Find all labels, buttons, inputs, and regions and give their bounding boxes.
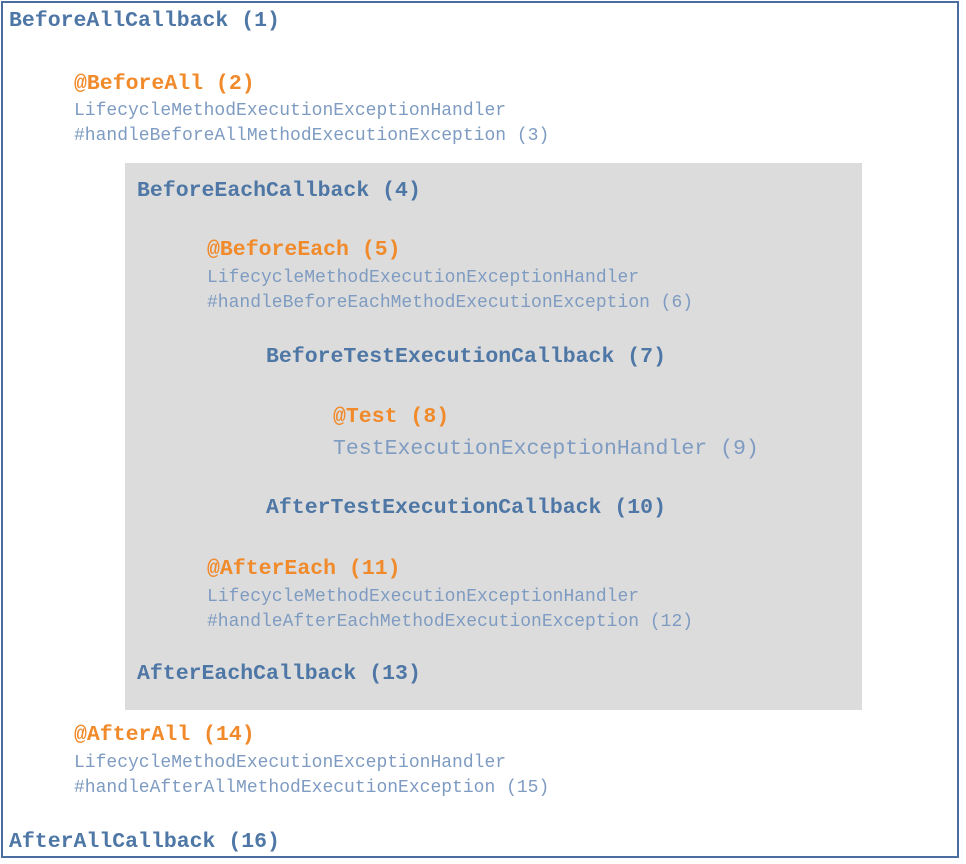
after-each-annotation: @AfterEach (11) — [207, 557, 401, 581]
before-all-annotation: @BeforeAll (2) — [74, 72, 255, 96]
before-each-annotation: @BeforeEach (5) — [207, 238, 401, 262]
before-each-handler-line2: #handleBeforeEachMethodExecutionExceptio… — [207, 293, 694, 313]
after-each-callback: AfterEachCallback (13) — [137, 662, 421, 686]
after-all-annotation: @AfterAll (14) — [74, 723, 255, 747]
after-each-handler-line2: #handleAfterEachMethodExecutionException… — [207, 612, 694, 632]
after-all-callback: AfterAllCallback (16) — [9, 830, 280, 854]
after-all-handler-line2: #handleAfterAllMethodExecutionException … — [74, 778, 550, 798]
after-test-execution-callback: AfterTestExecutionCallback (10) — [266, 496, 666, 520]
per-test-scope-box — [125, 163, 862, 710]
before-each-callback: BeforeEachCallback (4) — [137, 179, 421, 203]
test-annotation: @Test (8) — [333, 405, 450, 429]
before-each-handler-line1: LifecycleMethodExecutionExceptionHandler — [207, 268, 640, 288]
before-test-execution-callback: BeforeTestExecutionCallback (7) — [266, 345, 666, 369]
after-all-handler-line1: LifecycleMethodExecutionExceptionHandler — [74, 753, 507, 773]
before-all-callback: BeforeAllCallback (1) — [9, 9, 280, 33]
before-all-handler-line1: LifecycleMethodExecutionExceptionHandler — [74, 101, 507, 121]
before-all-handler-line2: #handleBeforeAllMethodExecutionException… — [74, 126, 550, 146]
after-each-handler-line1: LifecycleMethodExecutionExceptionHandler — [207, 587, 640, 607]
test-execution-exception-handler: TestExecutionExceptionHandler (9) — [333, 437, 759, 461]
